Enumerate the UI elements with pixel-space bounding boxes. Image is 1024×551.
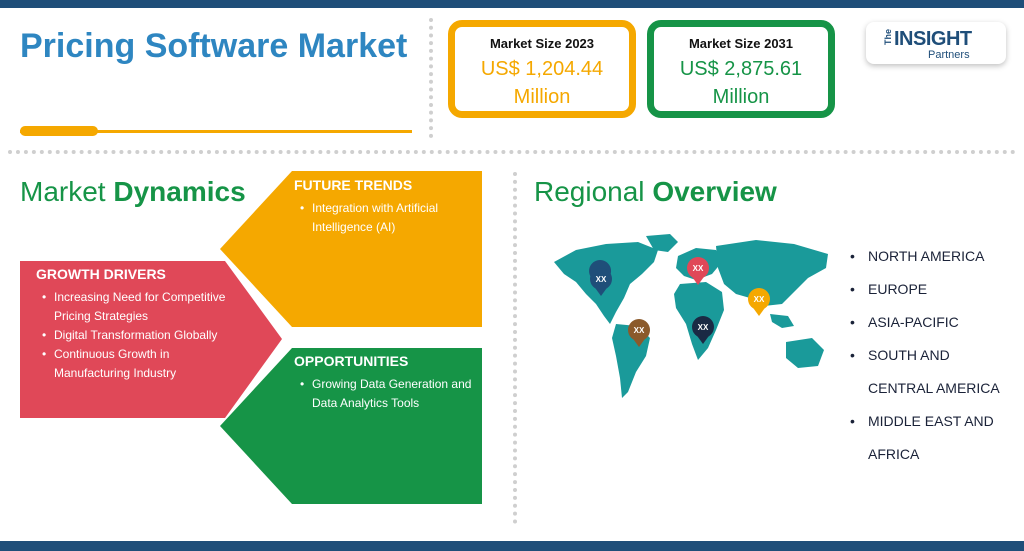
continent-australia — [786, 338, 824, 368]
market-size-2023-unit: Million — [513, 86, 571, 108]
opportunities-title: OPPORTUNITIES — [294, 353, 409, 369]
region-europe: EUROPE — [848, 273, 1018, 306]
section-divider — [8, 150, 1016, 154]
market-size-2031-unit: Million — [712, 86, 770, 108]
insight-partners-logo: The INSIGHT Partners — [866, 22, 1006, 64]
logo-partners: Partners — [928, 49, 970, 61]
market-dynamics-heading-plain: Market — [20, 176, 114, 207]
list-item: Integration with Artificial Intelligence… — [298, 199, 479, 237]
continent-se-asia — [770, 314, 794, 328]
regional-overview-heading: Regional Overview — [534, 176, 777, 208]
continent-asia — [716, 240, 828, 306]
map-pin-middle-east-africa: XX — [692, 316, 714, 344]
bottom-border-bar — [0, 541, 1024, 551]
opportunities-list: Growing Data Generation and Data Analyti… — [294, 375, 479, 413]
map-pin-label: XX — [634, 326, 645, 335]
page-title: Pricing Software Market — [20, 27, 408, 65]
future-trends-list: Integration with Artificial Intelligence… — [294, 199, 479, 237]
map-pin-label: XX — [754, 295, 765, 304]
world-map-continents — [554, 234, 828, 398]
list-item: Increasing Need for Competitive Pricing … — [40, 288, 236, 326]
map-pin-europe: XX — [687, 257, 709, 285]
list-item: Digital Transformation Globally — [40, 326, 236, 345]
top-border-bar — [0, 0, 1024, 8]
market-size-2031-label: Market Size 2031 — [688, 36, 794, 51]
market-size-2023-card: Market Size 2023 US$ 1,204.44 Million — [448, 20, 636, 118]
opportunities-panel: OPPORTUNITIES Growing Data Generation an… — [294, 353, 479, 413]
region-middle-east-africa: MIDDLE EAST AND AFRICA — [848, 405, 1018, 471]
market-size-2023-label: Market Size 2023 — [489, 36, 595, 51]
continent-greenland — [646, 234, 678, 252]
map-pin-label: XX — [596, 275, 607, 284]
title-underline — [20, 130, 412, 133]
region-south-central-america: SOUTH AND CENTRAL AMERICA — [848, 339, 1018, 405]
header-divider — [429, 18, 433, 138]
future-trends-title: FUTURE TRENDS — [294, 177, 413, 193]
future-trends-panel: FUTURE TRENDS Integration with Artificia… — [294, 177, 479, 237]
world-map: XX XX XX XX XX — [554, 234, 828, 398]
region-north-america: NORTH AMERICA — [848, 240, 1018, 273]
growth-drivers-panel: GROWTH DRIVERS Increasing Need for Compe… — [36, 266, 236, 383]
map-pin-south-america: XX — [628, 319, 650, 347]
regions-list: NORTH AMERICA EUROPE ASIA-PACIFIC SOUTH … — [848, 240, 1018, 471]
market-dynamics-heading: Market Dynamics — [20, 176, 246, 208]
map-pin-north-america: XX — [589, 260, 612, 296]
list-item: Growing Data Generation and Data Analyti… — [298, 375, 479, 413]
growth-drivers-title: GROWTH DRIVERS — [36, 266, 166, 282]
map-pin-label: XX — [693, 264, 704, 273]
regional-overview-heading-plain: Regional — [534, 176, 653, 207]
market-dynamics-heading-bold: Dynamics — [113, 176, 246, 207]
logo-insight: INSIGHT — [894, 28, 972, 50]
market-size-2023-value: US$ 1,204.44 — [480, 58, 604, 80]
regional-overview-heading-bold: Overview — [652, 176, 777, 207]
market-size-2031-card: Market Size 2031 US$ 2,875.61 Million — [647, 20, 835, 118]
market-size-2031-value: US$ 2,875.61 — [679, 58, 803, 80]
growth-drivers-list: Increasing Need for Competitive Pricing … — [36, 288, 236, 383]
list-item: Continuous Growth in Manufacturing Indus… — [40, 345, 236, 383]
content-divider — [513, 172, 517, 524]
logo-the: The — [883, 28, 894, 46]
map-pin-asia-pacific: XX — [748, 288, 770, 316]
map-pin-label: XX — [698, 323, 709, 332]
title-underline-accent — [20, 126, 98, 136]
region-asia-pacific: ASIA-PACIFIC — [848, 306, 1018, 339]
